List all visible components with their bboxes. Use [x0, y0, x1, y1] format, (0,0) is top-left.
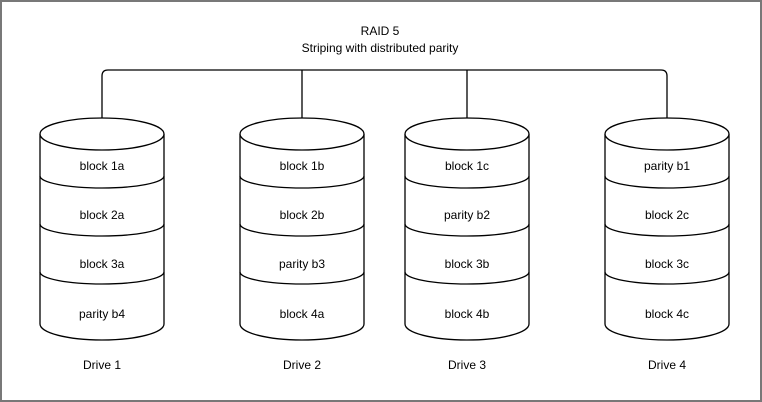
cylinder-body: [404, 134, 530, 341]
diagram-title: RAID 5: [361, 24, 400, 38]
block-label: block 1a: [80, 159, 125, 173]
cylinder-divider: [604, 271, 730, 285]
diagram-subtitle: Striping with distributed parity: [302, 41, 459, 55]
cylinder-divider: [404, 223, 530, 237]
block-label: block 1b: [280, 159, 325, 173]
block-label: block 3c: [645, 257, 689, 271]
cylinder-top: [239, 117, 365, 151]
cylinder-top: [404, 117, 530, 151]
block-label: block 2b: [280, 208, 325, 222]
cylinder-divider: [604, 175, 730, 189]
cylinder-body: [39, 134, 165, 341]
cylinder-divider: [239, 175, 365, 189]
drive-label: Drive 4: [648, 358, 686, 372]
cylinder-divider: [39, 175, 165, 189]
cylinder-divider: [39, 223, 165, 237]
cylinder-body: [239, 134, 365, 341]
cylinder-body: [604, 134, 730, 341]
cylinder-divider: [404, 271, 530, 285]
block-label: parity b1: [644, 159, 690, 173]
block-label: block 4a: [280, 307, 325, 321]
block-label: block 3a: [80, 257, 125, 271]
drive-label: Drive 1: [83, 358, 121, 372]
block-label: parity b3: [279, 257, 325, 271]
cylinder-divider: [239, 271, 365, 285]
block-label: block 1c: [445, 159, 489, 173]
cylinder-divider: [239, 223, 365, 237]
bus-connector-line: [101, 69, 668, 118]
block-label: block 4c: [645, 307, 689, 321]
drive-label: Drive 2: [283, 358, 321, 372]
drive-cylinder-1: block 1a block 2a block 3a parity b4 Dri…: [39, 117, 165, 372]
cylinder-divider: [39, 271, 165, 285]
block-label: block 4b: [445, 307, 490, 321]
cylinder-divider: [404, 175, 530, 189]
drive-cylinder-2: block 1b block 2b parity b3 block 4a Dri…: [239, 117, 365, 372]
cylinder-top: [604, 117, 730, 151]
block-label: block 2c: [645, 208, 689, 222]
drive-cylinder-3: block 1c parity b2 block 3b block 4b Dri…: [404, 117, 530, 372]
block-label: block 2a: [80, 208, 125, 222]
drive-label: Drive 3: [448, 358, 486, 372]
block-label: parity b2: [444, 208, 490, 222]
cylinder-divider: [604, 223, 730, 237]
drive-cylinder-4: parity b1 block 2c block 3c block 4c Dri…: [604, 117, 730, 372]
cylinder-top: [39, 117, 165, 151]
block-label: parity b4: [79, 307, 125, 321]
block-label: block 3b: [445, 257, 490, 271]
